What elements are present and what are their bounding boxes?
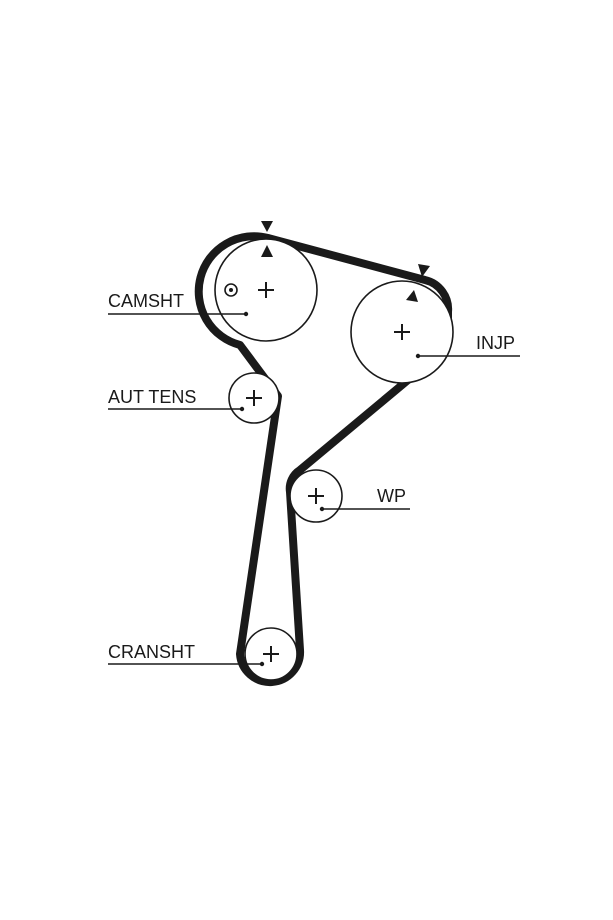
timing-arrow-up-icon: [261, 245, 273, 257]
injp-label: INJP: [476, 333, 515, 353]
timing-mark-icon: [224, 283, 238, 297]
cransht-label: CRANSHT: [108, 642, 195, 662]
timing-arrow-up-icon: [406, 290, 418, 302]
wp-label: WP: [377, 486, 406, 506]
crankshaft-pulley: [244, 627, 298, 681]
timing-arrow-down-icon: [261, 221, 273, 232]
camshaft-pulley: [214, 238, 318, 342]
camsht-label: CAMSHT: [108, 291, 184, 311]
aut-tens-label: AUT TENS: [108, 387, 196, 407]
timing-arrow-down-icon: [418, 264, 430, 277]
injection-pump-pulley: [350, 280, 454, 384]
water-pump-pulley: [289, 469, 343, 523]
auto-tensioner-pulley: [228, 372, 280, 424]
